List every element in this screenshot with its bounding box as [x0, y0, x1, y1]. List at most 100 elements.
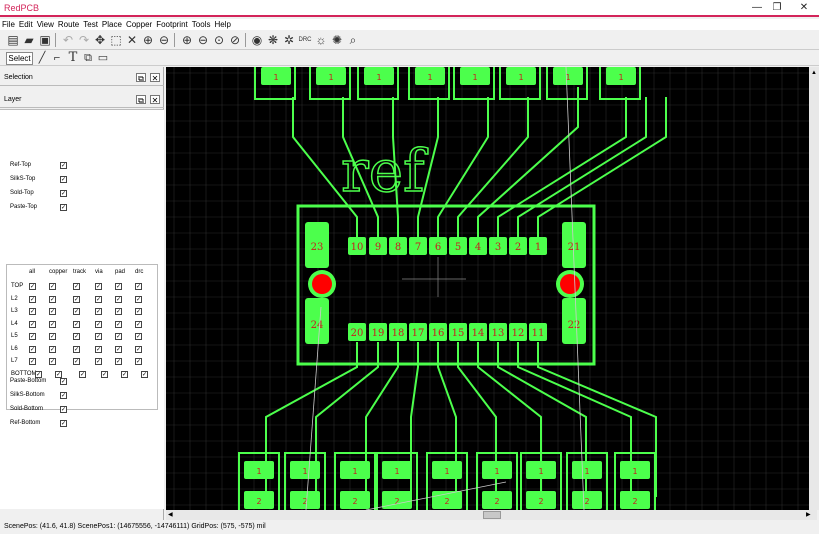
- layer-grid-checkbox[interactable]: ✓: [49, 345, 56, 353]
- layer-grid-checkbox[interactable]: ✓: [95, 295, 102, 303]
- layer-grid-checkbox[interactable]: ✓: [79, 370, 86, 378]
- layer-grid-checkbox[interactable]: ✓: [73, 283, 80, 290]
- layer-grid-checkbox[interactable]: ✓: [135, 320, 142, 328]
- layer-grid-checkbox[interactable]: ✓: [115, 308, 122, 315]
- component-tool-icon[interactable]: ⧉: [84, 52, 92, 64]
- selection-close-icon[interactable]: ✕: [150, 73, 160, 83]
- unlock-icon[interactable]: ⊖: [158, 33, 170, 47]
- layer-grid-checkbox[interactable]: ✓: [49, 283, 56, 290]
- layer-checkbox[interactable]: ✓: [60, 406, 67, 413]
- horizontal-scroll-thumb[interactable]: [483, 511, 501, 519]
- move-icon[interactable]: ✥: [94, 33, 106, 47]
- selection-float-icon[interactable]: ⧉: [136, 73, 146, 83]
- drc-button[interactable]: DRC: [298, 37, 312, 43]
- zoom-fit-icon[interactable]: ⊙: [213, 33, 225, 47]
- layer-grid-checkbox[interactable]: ✓: [101, 370, 108, 378]
- layer-grid-checkbox[interactable]: ✓: [121, 370, 128, 378]
- layer-grid-checkbox[interactable]: ✓: [29, 333, 36, 340]
- clear-highlight-icon[interactable]: ✺: [331, 33, 343, 47]
- menu-view[interactable]: View: [36, 20, 54, 29]
- layer-grid-checkbox[interactable]: ✓: [29, 283, 36, 290]
- minimize-button[interactable]: —: [752, 2, 762, 13]
- line-tool-icon[interactable]: ╱: [38, 52, 46, 64]
- layer-grid-checkbox[interactable]: ✓: [49, 320, 56, 328]
- layer-grid-checkbox[interactable]: ✓: [135, 283, 142, 290]
- layer-grid-checkbox[interactable]: ✓: [35, 370, 42, 378]
- layer-grid-checkbox[interactable]: ✓: [95, 333, 102, 340]
- menu-route[interactable]: Route: [57, 20, 80, 29]
- menu-help[interactable]: Help: [214, 20, 231, 29]
- menu-edit[interactable]: Edit: [18, 20, 33, 29]
- menu-tools[interactable]: Tools: [191, 20, 211, 29]
- layer-grid-checkbox[interactable]: ✓: [135, 358, 142, 365]
- select-area-icon[interactable]: ⬚: [110, 33, 122, 47]
- zoom-in-icon[interactable]: ⊕: [181, 33, 193, 47]
- layer-grid-checkbox[interactable]: ✓: [141, 370, 148, 378]
- layer-grid-checkbox[interactable]: ✓: [73, 358, 80, 365]
- layer-grid-checkbox[interactable]: ✓: [73, 295, 80, 303]
- menu-copper[interactable]: Copper: [125, 20, 153, 29]
- undo-icon[interactable]: ↶: [62, 33, 74, 47]
- layer-grid-checkbox[interactable]: ✓: [135, 308, 142, 315]
- horizontal-scrollbar[interactable]: ◀ ▶: [166, 510, 817, 520]
- lock-icon[interactable]: ⊕: [142, 33, 154, 47]
- layer-grid-checkbox[interactable]: ✓: [73, 308, 80, 315]
- layer-checkbox[interactable]: ✓: [60, 204, 67, 211]
- layer-checkbox[interactable]: ✓: [60, 190, 67, 197]
- menu-place[interactable]: Place: [101, 20, 122, 29]
- layer-grid-checkbox[interactable]: ✓: [49, 308, 56, 315]
- new-file-icon[interactable]: ▤: [7, 33, 19, 47]
- layer-grid-checkbox[interactable]: ✓: [49, 333, 56, 340]
- layer-grid-checkbox[interactable]: ✓: [29, 295, 36, 303]
- layer-grid-checkbox[interactable]: ✓: [49, 358, 56, 365]
- layer-grid-checkbox[interactable]: ✓: [115, 345, 122, 353]
- layer-grid-checkbox[interactable]: ✓: [135, 333, 142, 340]
- layer-checkbox[interactable]: ✓: [60, 162, 67, 169]
- layer-checkbox[interactable]: ✓: [60, 176, 67, 183]
- layer-checkbox[interactable]: ✓: [60, 392, 67, 399]
- open-folder-icon[interactable]: ▰: [24, 33, 34, 47]
- select-button[interactable]: Select: [6, 52, 33, 65]
- layer-grid-checkbox[interactable]: ✓: [115, 295, 122, 303]
- layer-grid-checkbox[interactable]: ✓: [29, 308, 36, 315]
- close-button[interactable]: ✕: [799, 2, 809, 13]
- menu-test[interactable]: Test: [83, 20, 98, 29]
- layer-grid-checkbox[interactable]: ✓: [29, 358, 36, 365]
- ratsnest-icon[interactable]: ◉: [251, 33, 263, 47]
- layer-close-icon[interactable]: ✕: [150, 95, 160, 105]
- highlight-icon[interactable]: ☼: [315, 33, 327, 47]
- layer-grid-checkbox[interactable]: ✓: [55, 370, 62, 378]
- layer-grid-checkbox[interactable]: ✓: [29, 320, 36, 328]
- layer-grid-checkbox[interactable]: ✓: [95, 358, 102, 365]
- zoom-out-icon[interactable]: ⊖: [197, 33, 209, 47]
- layer-grid-checkbox[interactable]: ✓: [115, 333, 122, 340]
- search-icon[interactable]: ⌕: [349, 33, 357, 47]
- layer-grid-checkbox[interactable]: ✓: [95, 283, 102, 290]
- autoroute-icon[interactable]: ❋: [267, 33, 279, 47]
- gear-icon[interactable]: ✲: [283, 33, 295, 47]
- pad-tool-icon[interactable]: ▭: [97, 52, 109, 64]
- layer-grid-checkbox[interactable]: ✓: [95, 345, 102, 353]
- layer-grid-checkbox[interactable]: ✓: [73, 345, 80, 353]
- layer-grid-checkbox[interactable]: ✓: [73, 333, 80, 340]
- layer-grid-checkbox[interactable]: ✓: [135, 345, 142, 353]
- save-icon[interactable]: ▣: [39, 33, 51, 47]
- layer-grid-checkbox[interactable]: ✓: [95, 308, 102, 315]
- menu-footprint[interactable]: Footprint: [156, 20, 188, 29]
- layer-grid-checkbox[interactable]: ✓: [29, 345, 36, 353]
- restore-button[interactable]: ❐: [772, 2, 782, 13]
- layer-grid-checkbox[interactable]: ✓: [115, 358, 122, 365]
- layer-grid-checkbox[interactable]: ✓: [115, 283, 122, 290]
- vertical-scrollbar[interactable]: ▲: [809, 67, 819, 510]
- layer-grid-checkbox[interactable]: ✓: [49, 295, 56, 303]
- layer-grid-checkbox[interactable]: ✓: [95, 320, 102, 328]
- text-tool-icon[interactable]: T: [68, 50, 78, 65]
- delete-icon[interactable]: ✕: [126, 33, 138, 47]
- menu-file[interactable]: File: [2, 20, 15, 29]
- layer-grid-checkbox[interactable]: ✓: [73, 320, 80, 328]
- layer-grid-checkbox[interactable]: ✓: [135, 295, 142, 303]
- layer-float-icon[interactable]: ⧉: [136, 95, 146, 105]
- layer-checkbox[interactable]: ✓: [60, 378, 67, 385]
